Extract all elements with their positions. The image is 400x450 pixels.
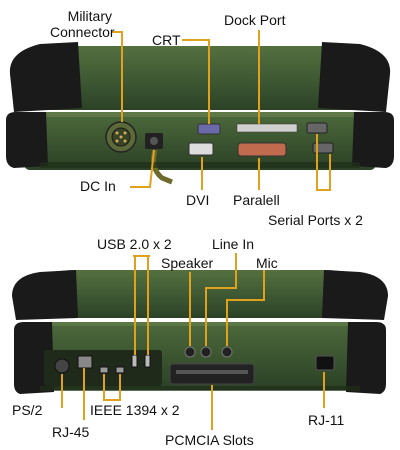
callout-military-connector [112, 31, 123, 122]
bumper-top-left [9, 42, 82, 112]
serial-port-1 [306, 122, 328, 134]
callout-usb [133, 255, 150, 355]
parallel-port [237, 142, 287, 157]
label-speaker: Speaker [161, 255, 214, 271]
label-dc-in: DC In [80, 178, 116, 194]
bumper-bottom-left [6, 112, 48, 168]
usb-port-2 [144, 354, 151, 368]
callout-lines [61, 30, 331, 430]
ieee1394-port-1 [99, 366, 109, 374]
label-usb: USB 2.0 x 2 [97, 236, 172, 252]
usb-port-1 [131, 354, 138, 368]
dock-port [236, 123, 298, 133]
line-in-jack [200, 346, 212, 358]
callout-serial-ports [316, 134, 331, 191]
speaker-jack [184, 346, 196, 358]
label-rj45: RJ-45 [52, 424, 90, 440]
label-military-connector-line1: Military [67, 8, 112, 24]
label-serial-ports: Serial Ports x 2 [268, 212, 363, 228]
label-mic: Mic [256, 255, 278, 271]
side-view-laptop [12, 270, 388, 394]
dvi-port [188, 142, 214, 156]
label-military-connector-line2: Connector [50, 24, 115, 40]
bumper-top-right [318, 42, 391, 112]
label-ieee1394: IEEE 1394 x 2 [90, 402, 180, 418]
label-ps2: PS/2 [12, 402, 43, 418]
label-rj11: RJ-11 [308, 412, 345, 428]
crt-port [197, 123, 221, 135]
side-bumper-top-left [12, 270, 78, 320]
callout-mic [226, 270, 265, 346]
ps2-port [54, 358, 70, 374]
callout-dc-in [130, 149, 155, 188]
callout-ieee1394 [103, 374, 121, 401]
label-crt: CRT [152, 32, 181, 48]
side-bumper-bottom-right [346, 322, 386, 394]
callout-line-in [205, 253, 237, 346]
label-pcmcia: PCMCIA Slots [165, 432, 254, 448]
label-dvi: DVI [186, 192, 210, 208]
rear-view-laptop [6, 42, 394, 185]
label-line-in: Line In [212, 236, 255, 252]
bumper-bottom-right [352, 112, 394, 168]
label-dock-port: Dock Port [224, 12, 286, 28]
label-military-connector: Military Connector [50, 8, 115, 40]
ieee1394-port-2 [115, 366, 125, 374]
rj45-port [77, 355, 93, 369]
side-bumper-top-right [322, 270, 388, 320]
label-parallel: Paralell [233, 192, 280, 208]
callout-crt [182, 39, 210, 124]
mic-jack [221, 346, 233, 358]
rj11-port [315, 355, 335, 371]
